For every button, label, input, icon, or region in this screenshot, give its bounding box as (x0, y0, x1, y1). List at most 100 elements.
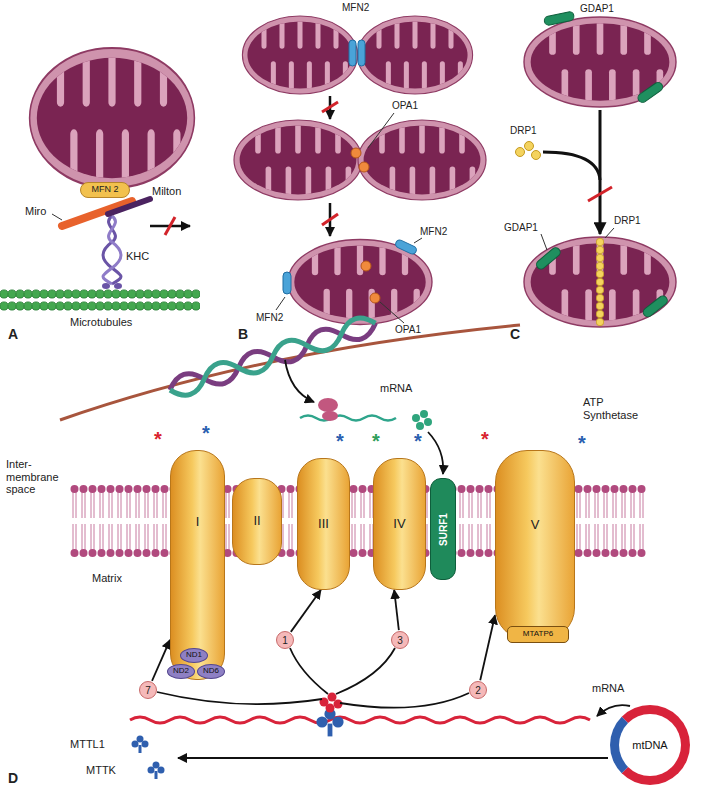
protein-box: MFN 2 (80, 182, 130, 198)
part-label: mRNA (380, 382, 412, 395)
gdap1-bar (642, 294, 670, 318)
drp1-dot (525, 142, 534, 151)
callout-number: 7 (139, 681, 157, 699)
node-text: 1 (282, 635, 288, 646)
microtubule (0, 288, 200, 312)
asterisk-mark: * (481, 428, 489, 451)
part-label: MFN2 (256, 312, 283, 324)
panel-d-art (60, 313, 646, 779)
node-text: SURF1 (438, 513, 449, 546)
panel-letter: B (238, 326, 248, 342)
node-text: V (531, 518, 540, 532)
dna-helix (167, 313, 379, 400)
panel-letter: D (8, 770, 18, 786)
part-label: Miro (25, 205, 46, 218)
node-text: mtDNA (632, 739, 667, 751)
panel-d-art (316, 708, 343, 736)
panel-c-art (524, 17, 676, 107)
ribosome (322, 411, 338, 421)
panel-a-art (30, 48, 195, 188)
part-label: MTTK (86, 764, 116, 777)
flow-line (290, 648, 328, 694)
leader-line (276, 297, 285, 310)
subunit-ellipse: ND2 (167, 664, 195, 679)
panel-a-art (0, 48, 200, 312)
node-text: ND2 (173, 667, 189, 676)
panel-b-art (288, 240, 432, 325)
part-label: OPA1 (395, 324, 421, 336)
mrna-strand (130, 717, 590, 723)
node-text: 2 (475, 685, 481, 696)
part-label: MFN2 (342, 2, 369, 14)
complex-box: V (495, 450, 575, 640)
part-label: Microtubules (70, 316, 132, 329)
mfn2-blob (349, 40, 356, 66)
node-text: II (253, 514, 260, 528)
node-text: 3 (397, 635, 403, 646)
callout-number: 2 (469, 681, 487, 699)
mfn2-blob (283, 272, 291, 294)
panel-a-art (102, 283, 110, 289)
asterisk-mark: * (336, 430, 344, 453)
miro-bar (62, 201, 132, 226)
connector-arrow (394, 590, 399, 630)
mrna-strand (300, 416, 396, 421)
kinesin-coil (103, 216, 121, 284)
part-label: Milton (152, 185, 181, 198)
callout-number: 1 (276, 631, 294, 649)
gdap1-bar (535, 246, 562, 271)
flow-line (336, 648, 395, 694)
flow-line (157, 648, 469, 708)
node-text: IV (393, 517, 405, 531)
opa1-dot (351, 148, 361, 158)
connector-arrow (480, 615, 495, 680)
part-label: ATP Synthetase (583, 396, 647, 421)
subunit-ellipse: ND6 (197, 664, 225, 679)
kinesin-coil (103, 216, 121, 284)
part-label: KHC (126, 250, 149, 263)
protein-blob (416, 422, 424, 430)
region-label: Matrix (92, 572, 122, 585)
panel-b-art (234, 16, 486, 325)
panel-d-art (132, 736, 149, 754)
dna-helix (167, 313, 379, 400)
drp1-ring (596, 238, 604, 326)
part-label: OPA1 (392, 100, 418, 112)
node-text: ND6 (203, 667, 219, 676)
leader-line (414, 238, 422, 243)
node-text: III (318, 517, 329, 531)
protein-box: SURF1 (430, 478, 456, 580)
part-label: mRNA (592, 682, 624, 695)
recruit-line (543, 152, 600, 180)
panel-letter: C (510, 326, 520, 342)
connector-arrow (291, 590, 321, 632)
ribosome (318, 398, 338, 412)
protein-blob (424, 418, 432, 426)
opa1-dot (359, 162, 369, 172)
flow-arrow (178, 757, 608, 759)
dna-helix (167, 313, 379, 400)
panel-c-art (524, 237, 676, 327)
part-label: DRP1 (614, 215, 641, 227)
protein-blob (328, 693, 337, 702)
node-text: MTATP6 (523, 630, 553, 639)
connector-arrow (152, 640, 170, 681)
part-label: GDAP1 (504, 222, 538, 234)
leader-line (380, 302, 404, 323)
mfn2-blob (394, 239, 417, 256)
leader-line (605, 228, 614, 238)
protein-blob (412, 410, 432, 430)
protein-blob (326, 704, 335, 713)
panel-a-art (114, 283, 122, 289)
subunit-box: MTATP6 (507, 626, 569, 643)
complex-box: II (232, 478, 282, 565)
block-slash (165, 217, 175, 235)
mtdna-ring: mtDNA (610, 705, 690, 785)
opa1-dot (370, 293, 380, 303)
panel-b-art (358, 120, 486, 200)
part-label: MFN2 (420, 226, 447, 238)
flow-line (340, 693, 469, 708)
asterisk-mark: * (154, 428, 162, 451)
flow-arrow (285, 360, 314, 402)
panel-b-art (357, 16, 472, 94)
